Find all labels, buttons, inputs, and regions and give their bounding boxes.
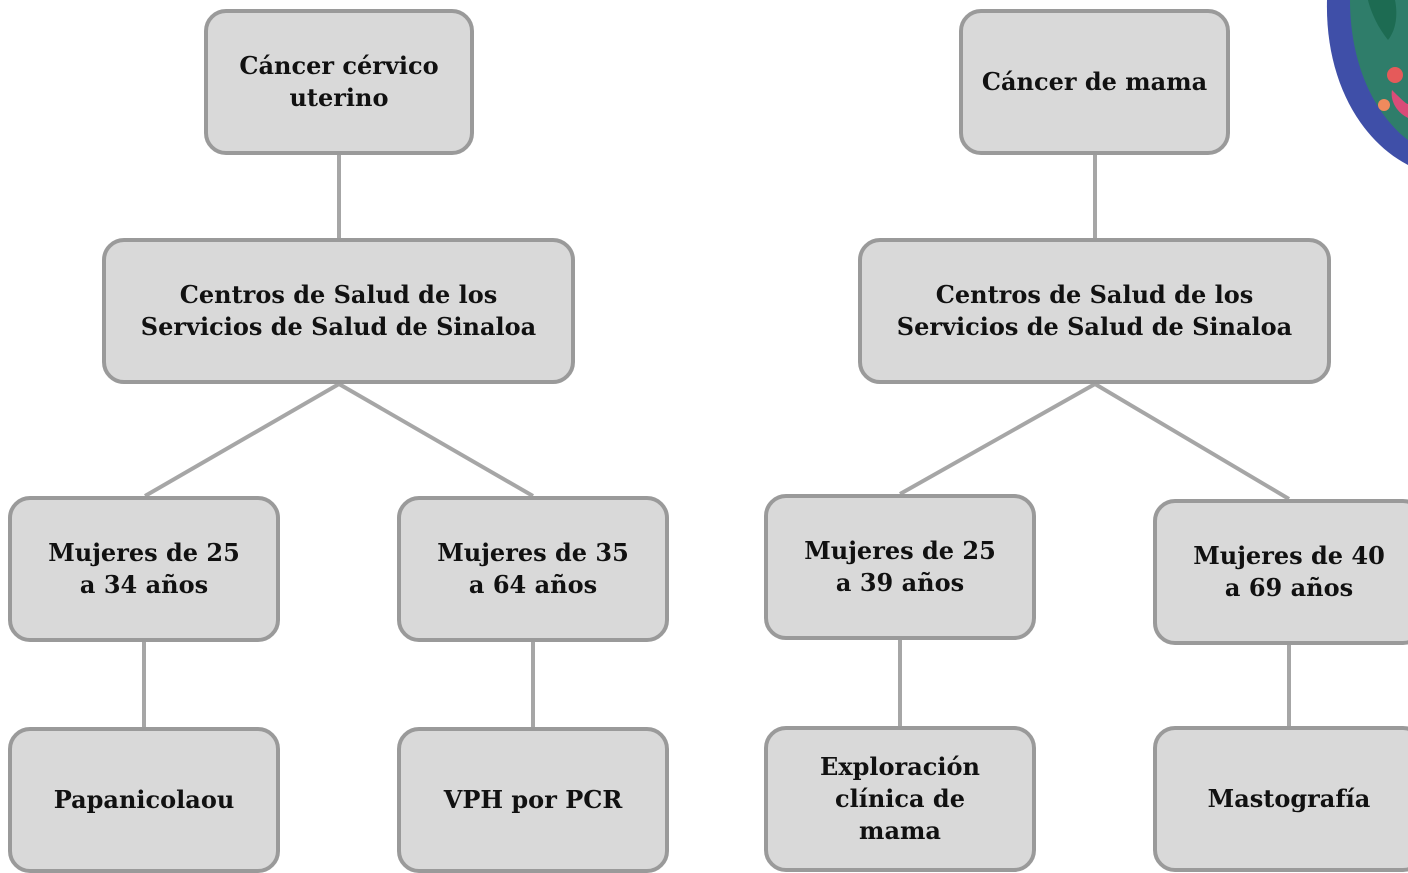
node-label: VPH por PCR	[443, 785, 623, 814]
node-label: Papanicolaou	[53, 785, 235, 814]
node-label: Centros de Salud de los Servicios de Sal…	[140, 280, 537, 341]
connector-centros2-to-m40-69	[1093, 382, 1291, 501]
connector-centros1-to-m25-34	[144, 382, 340, 498]
node-label: Cáncer de mama	[981, 67, 1208, 96]
node-label: Mujeres de 25 a 34 años	[48, 538, 240, 599]
node-centros-de-salud-cervico: Centros de Salud de los Servicios de Sal…	[102, 238, 575, 384]
node-mujeres-35-64: Mujeres de 35 a 64 años	[397, 496, 669, 642]
node-mujeres-40-69: Mujeres de 40 a 69 años	[1153, 499, 1408, 645]
node-mujeres-25-34: Mujeres de 25 a 34 años	[8, 496, 280, 642]
node-label: Centros de Salud de los Servicios de Sal…	[896, 280, 1293, 341]
node-label: Mujeres de 35 a 64 años	[437, 538, 629, 599]
node-papanicolaou: Papanicolaou	[8, 727, 280, 873]
node-cancer-cervico-uterino: Cáncer cérvico uterino	[204, 9, 474, 155]
node-label: Cáncer cérvico uterino	[239, 51, 439, 112]
node-label: Mastografía	[1207, 784, 1371, 813]
connector-centros1-to-m35-64	[338, 382, 534, 498]
node-cancer-de-mama: Cáncer de mama	[959, 9, 1230, 155]
node-mujeres-25-39: Mujeres de 25 a 39 años	[764, 494, 1036, 640]
node-label: Mujeres de 40 a 69 años	[1193, 541, 1385, 602]
node-vph-por-pcr: VPH por PCR	[397, 727, 669, 873]
node-label: Exploración clínica de mama	[820, 752, 980, 845]
node-centros-de-salud-mama: Centros de Salud de los Servicios de Sal…	[858, 238, 1331, 384]
connector-centros2-to-m25-39	[899, 382, 1096, 496]
node-label: Mujeres de 25 a 39 años	[804, 536, 996, 597]
